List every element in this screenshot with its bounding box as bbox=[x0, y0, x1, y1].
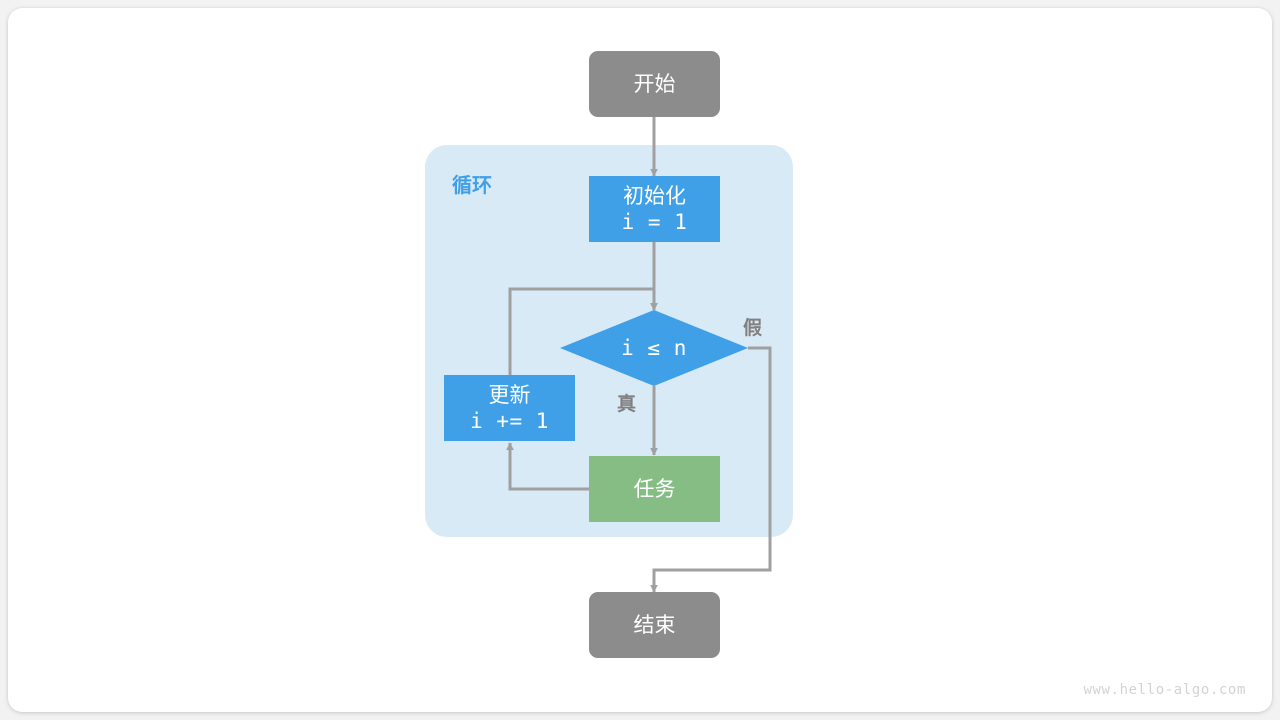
edge-label-false: 假 bbox=[743, 317, 763, 339]
node-task[interactable] bbox=[589, 456, 720, 522]
edge-condition-false-to-end bbox=[650, 346, 772, 593]
edge-task-to-update bbox=[506, 442, 589, 491]
node-update[interactable] bbox=[444, 375, 575, 441]
edge-label-true: 真 bbox=[617, 393, 637, 415]
node-init[interactable] bbox=[589, 176, 720, 242]
watermark: www.hello-algo.com bbox=[1083, 682, 1246, 698]
edge-update-to-condition bbox=[508, 287, 658, 375]
node-condition[interactable] bbox=[560, 310, 748, 386]
loop-region-label: 循环 bbox=[452, 173, 492, 197]
node-start[interactable] bbox=[589, 51, 720, 117]
node-end[interactable] bbox=[589, 592, 720, 658]
